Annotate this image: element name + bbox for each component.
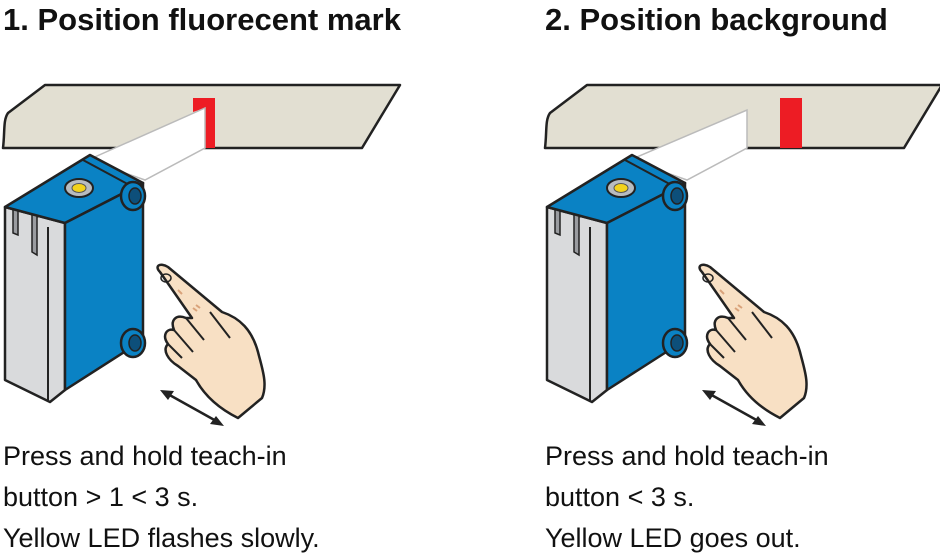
panel-2-instructions: Press and hold teach-in button < 3 s. Ye…	[545, 436, 829, 559]
panel-2-title: 2. Position background	[545, 2, 888, 37]
instruction-line: Press and hold teach-in	[3, 441, 287, 471]
instruction-line: button > 1 < 3 s.	[3, 482, 199, 512]
instruction-line: Yellow LED goes out.	[545, 523, 801, 553]
instruction-line: Yellow LED flashes slowly.	[3, 523, 320, 553]
fluorescent-mark	[193, 98, 215, 148]
instruction-line: button < 3 s.	[545, 482, 695, 512]
panel-2-illustration	[543, 83, 940, 428]
sensor	[545, 153, 689, 404]
panel-1-title: 1. Position fluorecent mark	[3, 2, 401, 37]
instruction-line: Press and hold teach-in	[545, 441, 829, 471]
hand-icon	[156, 263, 266, 420]
sensor	[3, 153, 147, 404]
panel-1-illustration	[1, 83, 402, 428]
panel-1-instructions: Press and hold teach-in button > 1 < 3 s…	[3, 436, 320, 559]
mark	[780, 98, 802, 148]
hand-icon	[698, 263, 808, 420]
